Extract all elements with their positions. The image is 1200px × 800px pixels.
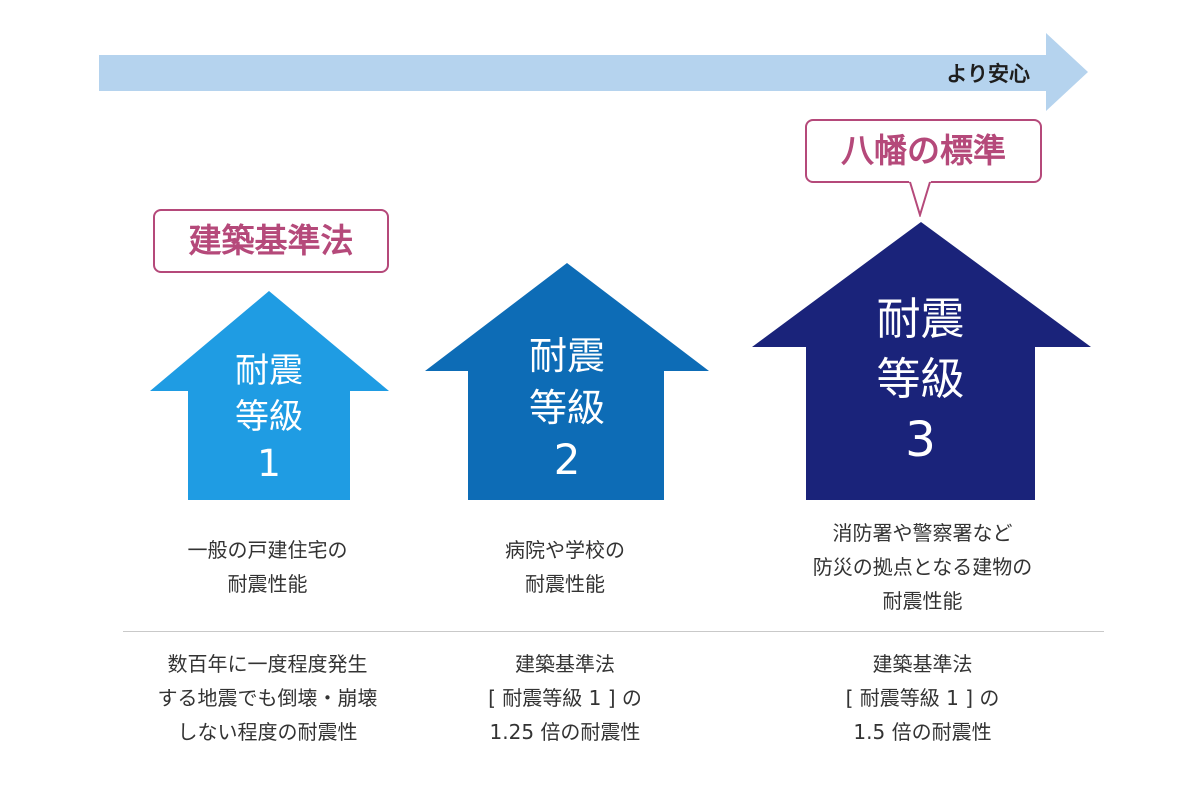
note-line: しない程度の耐震性 [177, 720, 358, 744]
description-line: 一般の戸建住宅の [187, 538, 348, 562]
note-3: 建築基準法 [ 耐震等級 1 ] の 1.5 倍の耐震性 [755, 647, 1090, 749]
note-line: 1.25 倍の耐震性 [489, 720, 641, 744]
badge-yahata-standard: 八幡の標準 [805, 119, 1042, 183]
house-label-3: 耐震 等級 3 [808, 290, 1033, 470]
house-2-line2: 等級 [528, 386, 605, 430]
note-line: [ 耐震等級 1 ] の [845, 686, 1000, 710]
description-line: 消防署や警察署など [832, 521, 1013, 545]
progress-arrow [99, 33, 1088, 111]
house-3-line1: 耐震 [876, 294, 965, 345]
house-3-shape [752, 222, 1091, 500]
house-1-line1: 耐震 [235, 351, 303, 391]
description-1: 一般の戸建住宅の 耐震性能 [130, 533, 405, 601]
description-3: 消防署や警察署など 防災の拠点となる建物の 耐震性能 [755, 516, 1090, 618]
house-3-line2: 等級 [876, 354, 965, 405]
house-3-level: 3 [905, 412, 936, 468]
house-label-2: 耐震 等級 2 [447, 330, 687, 486]
house-1-shape [150, 291, 389, 500]
note-2: 建築基準法 [ 耐震等級 1 ] の 1.25 倍の耐震性 [425, 647, 705, 749]
note-1: 数百年に一度程度発生 する地震でも倒壊・崩壊 しない程度の耐震性 [115, 647, 420, 749]
divider-line [123, 631, 1104, 632]
description-line: 耐震性能 [227, 572, 308, 596]
note-line: 1.5 倍の耐震性 [853, 720, 992, 744]
badge-building-standard-law: 建築基準法 [153, 209, 389, 273]
description-line: 病院や学校の [505, 538, 625, 562]
note-line: 数百年に一度程度発生 [167, 652, 368, 676]
arrow-label: より安心 [946, 62, 1030, 86]
description-line: 防災の拠点となる建物の [812, 555, 1033, 579]
house-2-shape [425, 263, 709, 500]
description-2: 病院や学校の 耐震性能 [425, 533, 705, 601]
description-line: 耐震性能 [525, 572, 605, 596]
note-line: 建築基準法 [872, 652, 973, 676]
house-1-level: 1 [257, 441, 281, 485]
house-label-1: 耐震 等級 1 [159, 348, 379, 486]
badge-callout-tail [909, 181, 931, 217]
note-line: [ 耐震等級 1 ] の [488, 686, 642, 710]
note-line: する地震でも倒壊・崩壊 [157, 686, 378, 710]
house-1-line2: 等級 [235, 397, 303, 437]
note-line: 建築基準法 [515, 652, 615, 676]
description-line: 耐震性能 [882, 589, 963, 613]
house-2-line1: 耐震 [528, 334, 605, 378]
house-2-level: 2 [553, 435, 581, 484]
